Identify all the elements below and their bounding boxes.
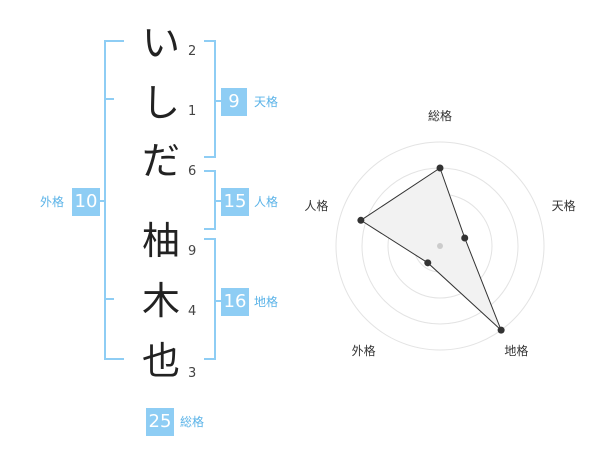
chikaku-badge: 16 [221, 288, 249, 316]
gaikaku-label: 外格 [40, 195, 65, 209]
radar-points [357, 164, 505, 334]
soukaku-badge: 25 [146, 408, 174, 436]
name-char-6: 也 [142, 339, 181, 383]
radar-point-4 [424, 259, 432, 267]
gaikaku-badge: 10 [72, 188, 100, 216]
name-char-4: 柚 [142, 219, 181, 263]
chikaku-label: 地格 [254, 295, 279, 309]
radar-point-1 [436, 164, 444, 172]
radar-axis-label-5: 人格 [304, 198, 328, 213]
radar-axis-label-1: 総格 [428, 110, 452, 123]
name-char-2: し [142, 81, 181, 125]
stroke-count-2: 1 [188, 104, 197, 119]
radar-point-2 [461, 234, 469, 242]
name-char-1: い [142, 21, 181, 65]
stroke-count-6: 3 [188, 366, 197, 381]
tenkaku-label: 天格 [254, 95, 279, 109]
soukaku-label: 総格 [180, 415, 205, 429]
radar-axis-label-3: 地格 [504, 343, 528, 358]
stroke-count-4: 9 [188, 244, 197, 259]
radar-axis-label-4: 外格 [352, 343, 376, 358]
tenkaku-badge: 9 [221, 88, 247, 116]
stroke-count-1: 2 [188, 44, 197, 59]
name-char-3: だ [142, 139, 181, 183]
name-char-5: 木 [142, 279, 181, 323]
radar-ring [335, 141, 545, 351]
jinkaku-badge: 15 [221, 188, 249, 216]
stroke-count-5: 4 [188, 304, 197, 319]
radar-center-dot [437, 243, 443, 249]
radar-point-5 [357, 216, 365, 224]
radar-point-3 [497, 326, 505, 334]
radar-axis-label-2: 天格 [552, 198, 576, 213]
jinkaku-label: 人格 [254, 195, 279, 209]
stroke-count-3: 6 [188, 164, 197, 179]
radar-polygon [359, 167, 502, 331]
